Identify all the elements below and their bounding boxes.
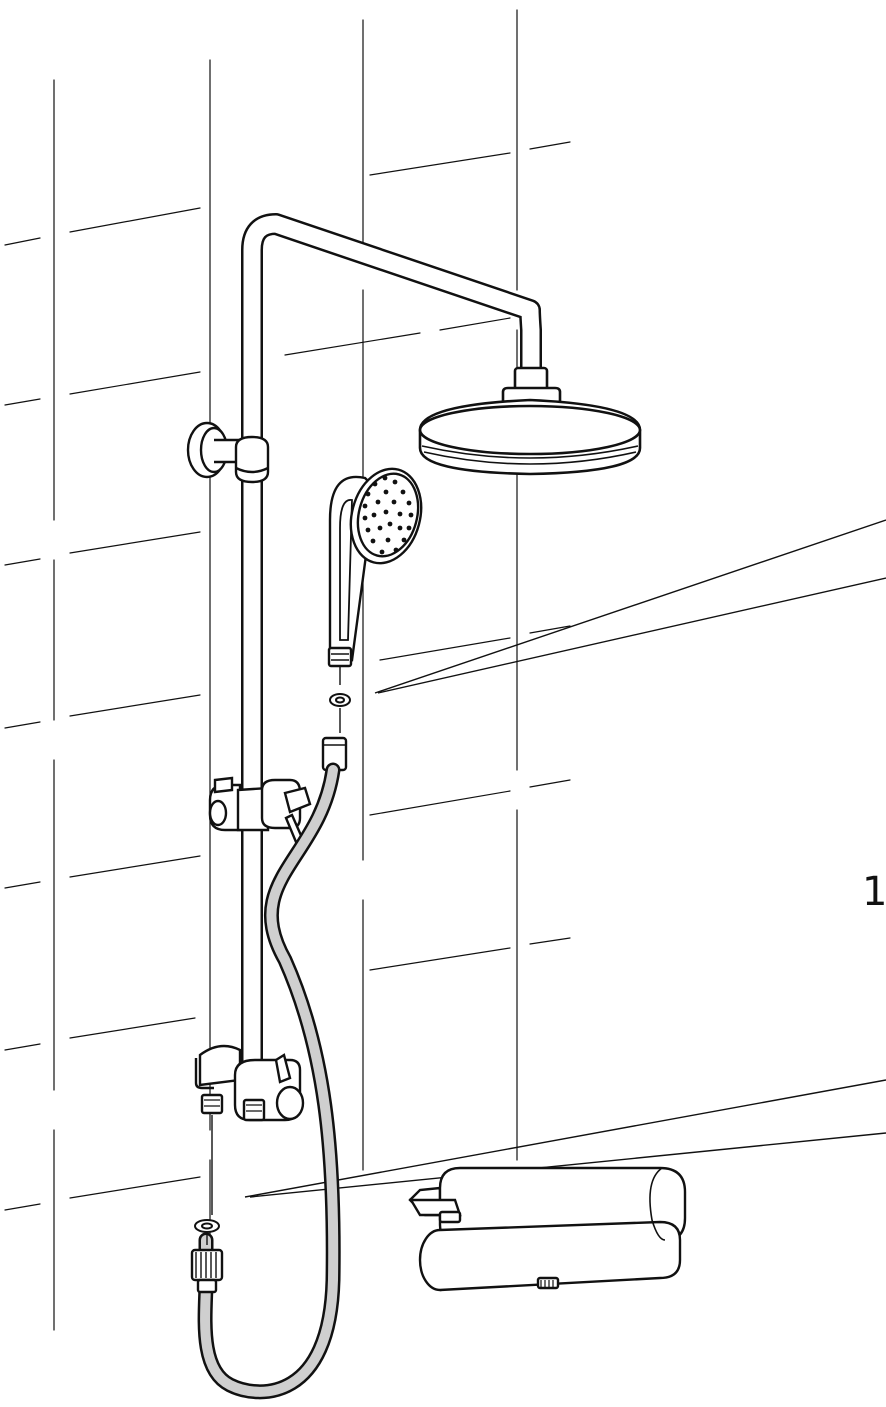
thermostatic-mixer [408, 1166, 687, 1292]
riser-pipe [241, 213, 542, 1106]
diverter [194, 1044, 305, 1122]
wall-tiles [4, 9, 571, 1331]
slide-bar-holder [208, 776, 312, 844]
washer-upper [329, 667, 351, 733]
wall-bracket [186, 421, 270, 484]
shower-hose [197, 762, 341, 1400]
washer-lower [194, 1115, 220, 1245]
hose-nut-lower [190, 1248, 224, 1294]
callout-number: 1 [862, 869, 886, 915]
hand-shower [327, 467, 423, 668]
rain-shower-head [418, 366, 642, 476]
callout-lines [244, 519, 886, 1198]
spray-nozzles [362, 475, 414, 555]
